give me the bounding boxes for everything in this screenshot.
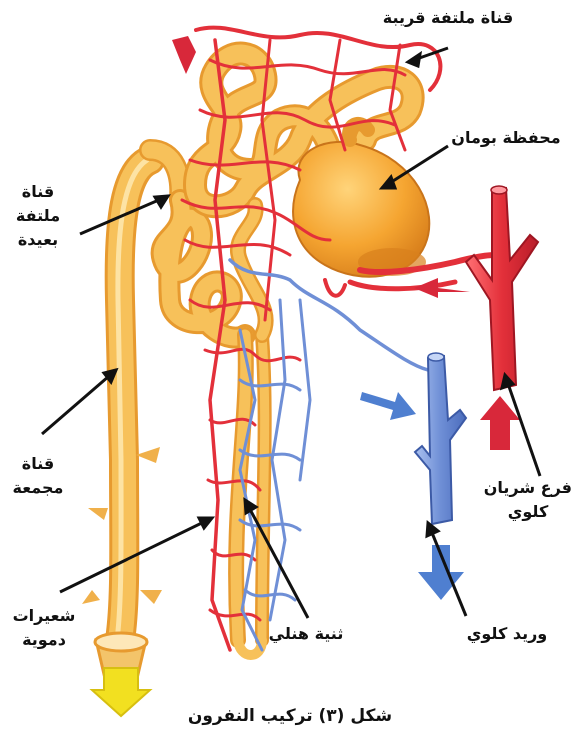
red-flow-arrow-top	[172, 36, 196, 74]
distal-tubule	[162, 200, 245, 338]
label-renal-artery-branch-line-1: فرع شريان	[484, 476, 572, 500]
label-renal-vein: وريد كلوي	[452, 622, 562, 646]
label-renal-artery-branch-line-2: كلوي	[484, 500, 572, 524]
bowman-capsule	[293, 124, 429, 277]
label-distal-tubule-line-3: بعيدة	[8, 228, 68, 252]
label-bowman-capsule: محفظة بومان	[450, 126, 562, 150]
label-capillaries-line-1: شعيرات	[8, 604, 80, 628]
blue-flow-arrow-right	[360, 392, 416, 420]
label-capillaries-line-2: دموية	[8, 628, 80, 652]
label-capillaries: شعيرات دموية	[8, 604, 80, 652]
figure-caption: شكل (٣) تركيب النفرون	[170, 704, 410, 728]
red-flow-arrow-left	[414, 278, 470, 298]
label-collecting-duct: قناة مجمعة	[8, 452, 68, 500]
yellow-arrow	[92, 668, 150, 716]
label-distal-tubule-line-1: قناة	[8, 180, 68, 204]
label-distal-tubule-line-2: ملتفة	[8, 204, 68, 228]
renal-artery-branch	[466, 186, 538, 390]
label-collecting-duct-line-1: قناة	[8, 452, 68, 476]
pointer-collecting-duct	[42, 370, 116, 434]
label-loop-of-henle: ثنية هنلي	[252, 622, 360, 646]
renal-vein	[415, 353, 466, 524]
label-renal-artery-branch: فرع شريان كلوي	[484, 476, 572, 524]
label-proximal-tubule: قناة ملتفة قريبة	[360, 6, 536, 30]
label-collecting-duct-line-2: مجمعة	[8, 476, 68, 500]
label-distal-tubule: قناة ملتفة بعيدة	[8, 180, 68, 252]
pointer-renal-artery	[505, 375, 540, 476]
